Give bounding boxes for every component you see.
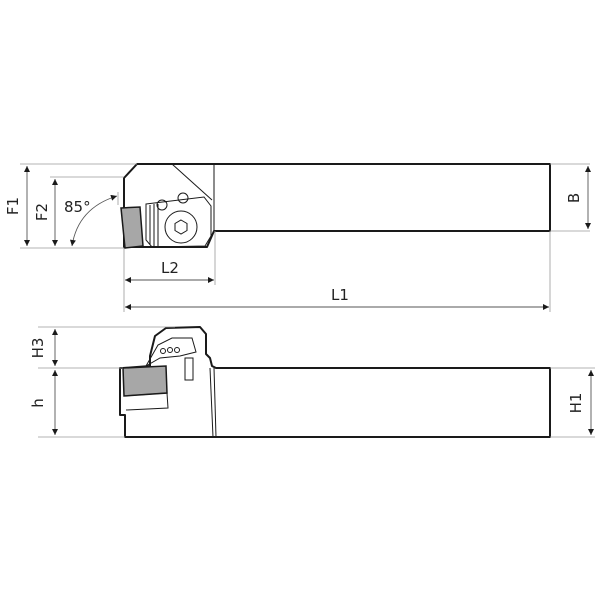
- clamp-block: [145, 196, 212, 248]
- clamp-bump-2: [177, 192, 189, 204]
- shank-top-outline: [123, 163, 551, 248]
- clamp-bump-1: [156, 199, 168, 211]
- shank-side-outline: [119, 326, 551, 438]
- clamp-arm-inner: [144, 337, 197, 368]
- top-view: F1 F2 85° L2 L1 B: [4, 163, 591, 312]
- insert-side: [122, 365, 168, 397]
- side-head-separator: [209, 367, 214, 438]
- label-H3: H3: [29, 338, 47, 359]
- dim-angle-arc: [69, 194, 118, 247]
- label-h: h: [29, 398, 47, 408]
- clamp-detail-1: [160, 348, 166, 354]
- side-head-separator-2: [213, 367, 217, 438]
- label-F2: F2: [33, 203, 51, 221]
- label-L1: L1: [331, 286, 349, 304]
- side-view: H3 h H1: [29, 326, 595, 438]
- clamp-pin: [184, 357, 194, 381]
- insert-top: [120, 206, 144, 249]
- clamp-detail-3: [174, 347, 180, 353]
- clamp-detail-2: [167, 347, 173, 353]
- hex-socket-icon: [174, 219, 188, 235]
- label-F1: F1: [4, 197, 22, 215]
- label-L2: L2: [161, 259, 179, 277]
- label-angle: 85°: [64, 198, 91, 216]
- head-chamfer-line: [171, 163, 213, 201]
- label-H1: H1: [567, 393, 585, 414]
- insert-seat: [123, 392, 169, 411]
- label-B: B: [565, 193, 583, 203]
- clamp-screw: [164, 210, 198, 244]
